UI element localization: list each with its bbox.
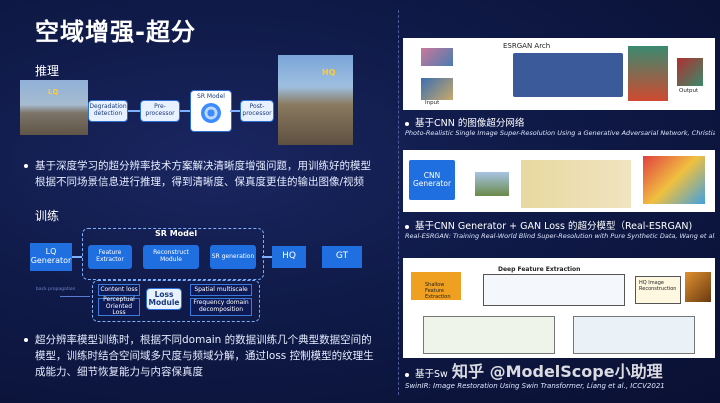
- caption-esrgan: 基于CNN 的图像超分网络: [405, 115, 524, 129]
- esrgan-arch-label: ESRGAN Arch: [503, 42, 551, 50]
- shallow-feature-label: Shallow Feature Extraction: [425, 282, 451, 300]
- inference-label: 推理: [35, 64, 60, 78]
- back-propagation-arrow: [60, 296, 90, 297]
- bullet-training: 超分辨率模型训练时，根据不同domain 的数据训练几个典型数据空间的 模型，训…: [24, 332, 396, 380]
- input-label: Input: [425, 100, 440, 106]
- caption-real-esrgan: 基于CNN Generator + GAN Loss 的超分模型（Real-ES…: [405, 218, 692, 232]
- reconstruct-module-box: Reconstruct Module: [143, 245, 199, 269]
- hq-tag: HQ: [322, 68, 336, 77]
- gt-box: GT: [322, 246, 362, 268]
- hq-box: HQ: [272, 246, 306, 268]
- hq-recon-label: HQ Image Reconstruction: [639, 280, 677, 292]
- output-label: Output: [679, 88, 699, 94]
- perceptual-loss-box: Perceptual Oriented Loss: [98, 296, 140, 316]
- frequency-decomposition-box: Frequency domain decomposition: [190, 298, 252, 316]
- sr-generation-box: SR generation: [210, 245, 256, 269]
- loss-module-box: Loss Module: [146, 288, 182, 310]
- column-divider: [398, 10, 399, 395]
- hq-castle-image: [278, 55, 353, 145]
- feature-extractor-box: Feature Extractor: [88, 245, 132, 269]
- cite-real-esrgan: Real-ESRGAN: Training Real-World Blind S…: [405, 232, 715, 240]
- sr-model-box: SR Model: [190, 90, 232, 132]
- sr-model-training-label: SR Model: [155, 229, 198, 238]
- content-loss-box: Content loss: [98, 284, 140, 296]
- real-esrgan-figure: CNN Generator: [403, 150, 715, 212]
- watermark: 知乎 @ModelScope小助理: [452, 362, 663, 381]
- cite-esrgan: Photo-Realistic Single Image Super-Resol…: [405, 129, 715, 137]
- lq-generator-box: LQ Generator: [30, 243, 72, 271]
- sr-model-training-group: [82, 228, 264, 280]
- cite-swinir: SwinIR: Image Restoration Using Swin Tra…: [405, 382, 665, 390]
- swinir-figure: Deep Feature Extraction Shallow Feature …: [403, 258, 715, 358]
- pre-processor-box: Pre-processor: [140, 100, 180, 122]
- cnn-generator-box: CNN Generator: [409, 160, 455, 200]
- loss-group: [92, 280, 260, 322]
- lq-castle-image: [20, 80, 88, 135]
- caption-swinir: 基于Sw: [405, 366, 448, 380]
- lq-tag: LQ: [48, 88, 59, 96]
- bullet-inference: 基于深度学习的超分辨率技术方案解决清晰度增强问题，用训练好的模型 根据不同场景信…: [24, 158, 394, 190]
- post-processor-box: Post-processor: [240, 100, 274, 122]
- page-title: 空域增强-超分: [35, 18, 196, 46]
- training-label: 训练: [35, 209, 60, 223]
- spatial-multiscale-box: Spatial multiscale: [190, 284, 252, 296]
- back-propagation-label: back propagation: [36, 287, 76, 292]
- esrgan-figure: ESRGAN Arch Input Output: [403, 38, 715, 110]
- degradation-detection-box: Degradation detection: [88, 100, 128, 122]
- neural-network-icon: [201, 103, 221, 123]
- deep-feature-label: Deep Feature Extraction: [498, 266, 581, 273]
